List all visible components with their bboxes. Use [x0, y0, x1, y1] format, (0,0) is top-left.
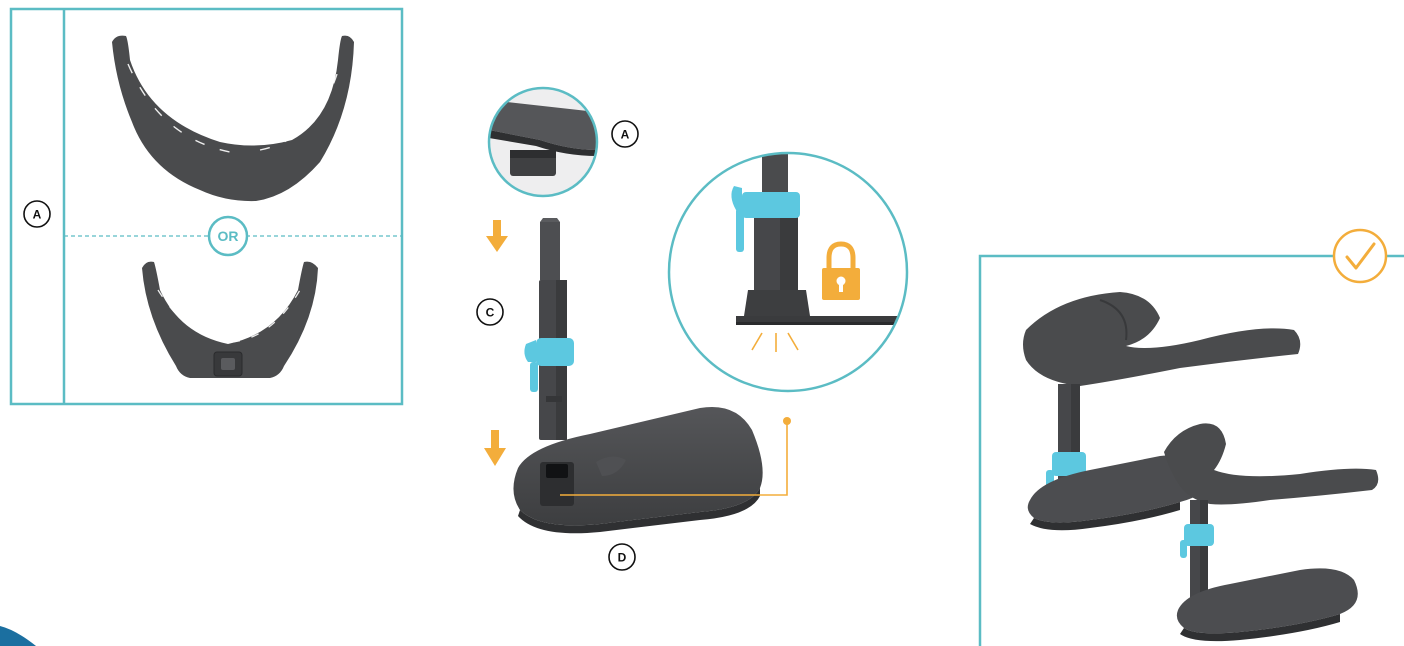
small-seat-blue-collar: [1184, 524, 1214, 546]
large-backrest-option: [112, 36, 354, 201]
assembled-seat-small: [1164, 423, 1378, 641]
or-badge-text: OR: [218, 228, 239, 244]
small-backrest-option: [142, 262, 318, 378]
checkmark-icon: [1334, 230, 1386, 282]
assembly-steps: A C: [477, 88, 907, 570]
top-detail-zoom: [489, 88, 597, 196]
column-blue-collar: [536, 338, 574, 366]
socket-callout-dot: [783, 417, 791, 425]
or-badge: OR: [209, 217, 247, 255]
lock-detail-zoom: [669, 150, 907, 391]
result-panel: [980, 230, 1404, 646]
assembly-label-a: A: [612, 121, 638, 147]
down-arrow-lower: [484, 430, 506, 466]
side-label-a: A: [24, 201, 50, 227]
assembly-label-a-text: A: [621, 128, 630, 142]
assembly-label-c: C: [477, 299, 503, 325]
column-blue-lever: [524, 340, 536, 362]
options-panel: A OR: [11, 9, 402, 404]
side-label-a-text: A: [33, 208, 42, 222]
down-arrow-upper: [486, 220, 508, 252]
support-column: [524, 218, 574, 440]
assembly-label-c-text: C: [486, 306, 495, 320]
corner-accent-shape: [0, 626, 36, 646]
assembly-label-d: D: [609, 544, 635, 570]
lock-detail-blue-collar: [742, 192, 800, 218]
assembly-label-d-text: D: [618, 551, 627, 565]
